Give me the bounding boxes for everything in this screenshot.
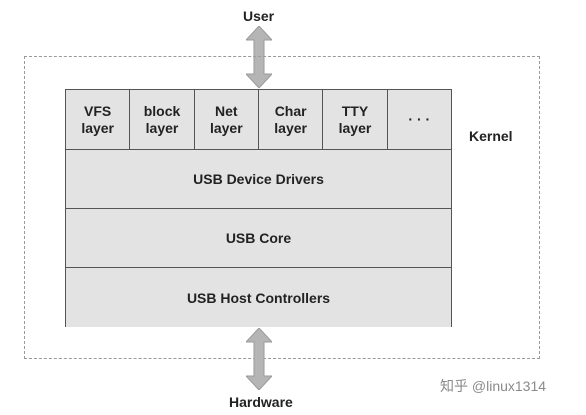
kernel-label: Kernel (469, 128, 513, 144)
layer-name: Char (274, 102, 307, 119)
hardware-label: Hardware (229, 394, 293, 410)
user-double-arrow-icon (246, 26, 272, 88)
net-layer-box: Net layer (194, 90, 259, 149)
layer-suffix: layer (81, 119, 115, 136)
block-layer-box: block layer (130, 90, 195, 149)
ellipsis: · · · (408, 111, 431, 127)
vfs-layer-box: VFS layer (66, 90, 131, 149)
layer-name: block (143, 102, 181, 119)
usb-core-box: USB Core (66, 209, 451, 268)
usb-host-controllers-box: USB Host Controllers (66, 268, 451, 327)
layer-suffix: layer (209, 119, 243, 136)
watermark: 知乎 @linux1314 (440, 378, 547, 394)
layer-name: TTY (341, 102, 369, 119)
tty-layer-box: TTY layer (323, 90, 388, 149)
more-layers-box: · · · (387, 90, 451, 149)
layer-suffix: layer (274, 119, 307, 136)
user-label: User (243, 8, 275, 24)
layer-suffix: layer (145, 119, 179, 136)
layer-name: VFS (84, 102, 112, 119)
char-layer-box: Char layer (258, 90, 324, 149)
usb-device-drivers-box: USB Device Drivers (66, 150, 451, 209)
subsystem-layer-row: VFS layer block layer Net layer Char lay… (66, 90, 451, 150)
hardware-double-arrow-icon (246, 328, 272, 390)
layer-name: Net (215, 102, 238, 119)
usb-stack: VFS layer block layer Net layer Char lay… (65, 89, 452, 327)
kernel-boundary (24, 56, 540, 359)
layer-suffix: layer (338, 119, 372, 136)
